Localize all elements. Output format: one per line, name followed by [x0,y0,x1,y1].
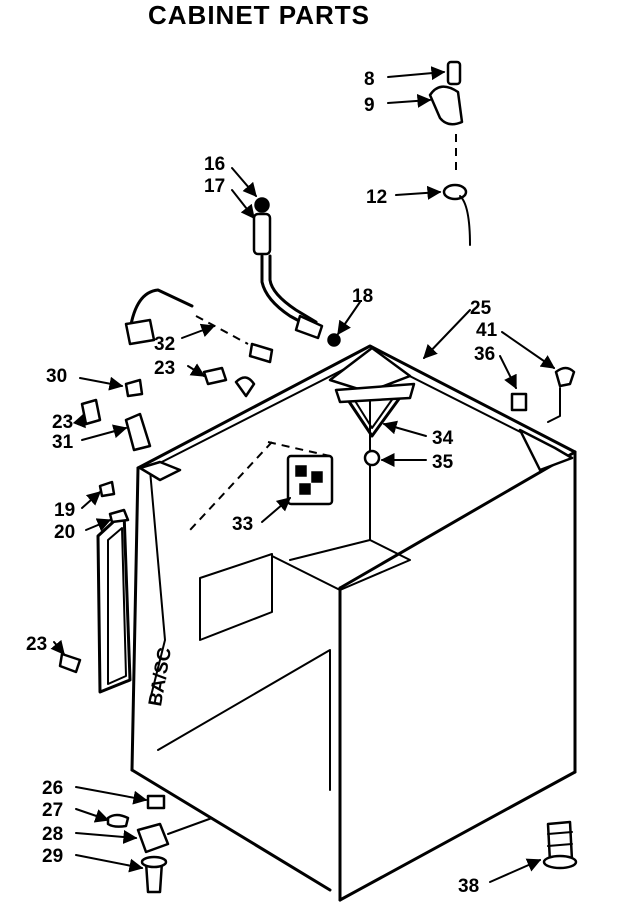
callout-9: 9 [364,95,375,116]
callout-34: 34 [432,428,454,449]
callout-23-c: 23 [26,634,47,655]
callout-28: 28 [42,824,63,845]
callout-31: 31 [52,432,74,453]
callout-labels: 8 9 12 16 17 18 25 41 36 30 32 23 23 31 … [26,69,498,897]
callout-38: 38 [458,876,479,897]
callout-26: 26 [42,778,63,799]
callout-18: 18 [352,286,373,307]
callout-8: 8 [364,69,375,90]
callout-36: 36 [474,344,495,365]
callout-29: 29 [42,846,63,867]
callout-33: 33 [232,514,253,535]
stamp-text: BA/SC [145,646,176,708]
suspension-bracket [334,382,416,467]
callout-16: 16 [204,154,225,175]
cabinet-body [130,344,577,902]
callout-30: 30 [46,366,67,387]
callout-17: 17 [204,176,225,197]
callout-32: 32 [154,334,175,355]
connector-block [189,441,334,531]
harness-and-latch [80,288,274,452]
side-panel [58,480,132,694]
callout-27: 27 [42,800,63,821]
corner-brackets [138,346,574,482]
callout-23-b: 23 [52,412,73,433]
diagram-title: CABINET PARTS [148,0,370,30]
hardware-clamp [428,60,471,246]
callout-35: 35 [432,452,454,473]
leveling-foot [106,794,213,894]
top-right-fasteners [510,366,576,423]
callout-20: 20 [54,522,75,543]
callout-23-a: 23 [154,358,175,379]
bumper-part [542,820,578,870]
callout-41: 41 [476,320,498,341]
callout-12: 12 [366,187,387,208]
callout-25: 25 [470,298,492,319]
leader-arrows [50,66,556,883]
callout-19: 19 [54,500,75,521]
hose-assembly [252,197,341,347]
